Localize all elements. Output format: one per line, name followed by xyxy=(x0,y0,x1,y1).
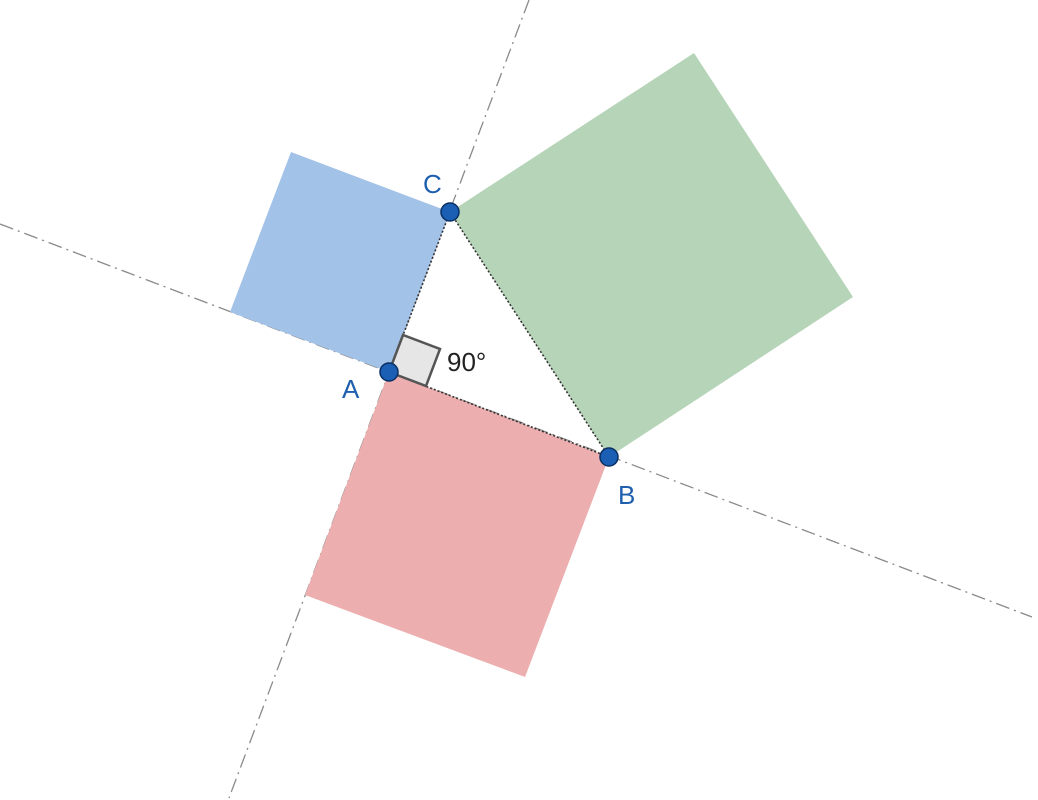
square-on-ac xyxy=(230,152,450,372)
angle-label: 90° xyxy=(447,347,486,377)
point-b[interactable] xyxy=(599,447,619,467)
point-a-label: A xyxy=(342,374,360,404)
point-c[interactable] xyxy=(440,202,460,222)
point-c-label: C xyxy=(423,169,442,199)
square-on-ab xyxy=(305,372,609,677)
triangle-abc xyxy=(387,210,612,459)
square-on-bc xyxy=(450,53,853,457)
point-b-label: B xyxy=(618,480,635,510)
construction-line-ab xyxy=(0,223,1033,618)
right-angle-marker xyxy=(387,333,442,388)
point-a[interactable] xyxy=(379,362,399,382)
